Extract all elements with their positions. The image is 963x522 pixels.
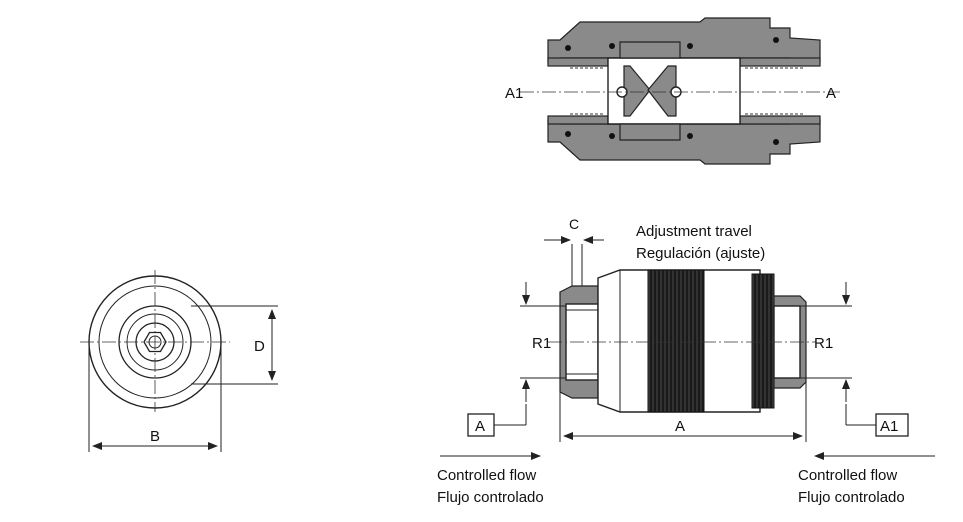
section-label-a1: A1: [505, 85, 523, 102]
dimension-b: B: [150, 428, 160, 445]
side-view: C Adjustment travel Regulación (ajuste) …: [437, 216, 935, 506]
controlled-flow-right-en: Controlled flow: [798, 467, 897, 484]
controlled-flow-left-es: Flujo controlado: [437, 489, 544, 506]
dimension-d: D: [254, 338, 265, 355]
dimension-r1-right: R1: [814, 335, 833, 352]
adjustment-travel-label: Adjustment travel: [636, 223, 752, 240]
controlled-flow-right-es: Flujo controlado: [798, 489, 905, 506]
adjustment-travel-label-es: Regulación (ajuste): [636, 245, 765, 262]
dimension-c: C: [569, 216, 579, 232]
section-label-a: A: [826, 85, 836, 102]
dimension-a: A: [675, 418, 685, 435]
section-view: A1 A: [505, 17, 840, 165]
controlled-flow-left-en: Controlled flow: [437, 467, 536, 484]
port-label-a1: A1: [880, 418, 898, 435]
dimension-r1-left: R1: [532, 335, 551, 352]
end-view: D B: [80, 270, 278, 452]
port-label-a: A: [475, 418, 485, 435]
